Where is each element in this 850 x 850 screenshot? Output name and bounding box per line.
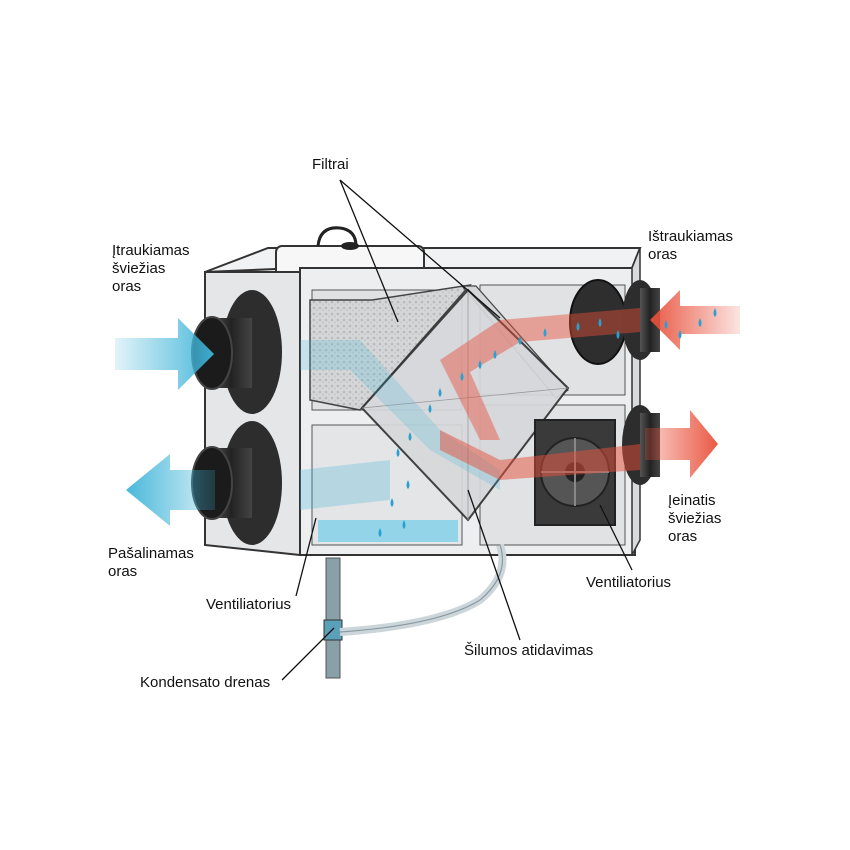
leader-lines	[281, 179, 633, 681]
label-ieinatis-line3: oras	[668, 528, 698, 545]
label-istraukiamas-oras: Ištraukiamas oras	[648, 228, 733, 264]
label-filtrai: Filtrai	[312, 156, 349, 173]
condensate-drain	[323, 543, 507, 679]
label-istraukiamas-line2: oras	[648, 246, 678, 263]
filter-icon	[309, 283, 472, 411]
label-ventiliatorius-right: Ventiliatorius	[586, 574, 672, 591]
label-itraukiamas-line1: Įtraukiamas	[112, 242, 190, 259]
left-duct-upper	[191, 290, 282, 414]
label-istraukiamas-line1: Ištraukiamas	[648, 228, 734, 245]
label-itraukiamas-oras: Įtraukiamas šviežias oras	[112, 242, 190, 296]
label-itraukiamas-line3: oras	[112, 278, 142, 295]
label-pasalinamas-oras: Pašalinamas oras	[108, 545, 194, 581]
air-flow-arrow-icon	[115, 290, 740, 526]
label-pasalinamas-line2: oras	[108, 563, 138, 580]
label-silumos-atidavimas: Šilumos atidavimas	[464, 642, 594, 659]
label-ieinatis-line1: Įeinatis	[668, 492, 716, 509]
label-ieinatis-line2: šviežias	[668, 510, 722, 527]
condensate-water	[318, 520, 458, 542]
water-drop-icon	[378, 308, 717, 537]
label-itraukiamas-line2: šviežias	[112, 260, 166, 277]
label-kondensato-drenas: Kondensato drenas	[140, 674, 271, 691]
label-pasalinamas-line1: Pašalinamas	[108, 545, 194, 562]
label-ieinatis-oras: Įeinatis šviežias oras	[668, 492, 721, 546]
label-ventiliatorius-left: Ventiliatorius	[206, 596, 292, 613]
